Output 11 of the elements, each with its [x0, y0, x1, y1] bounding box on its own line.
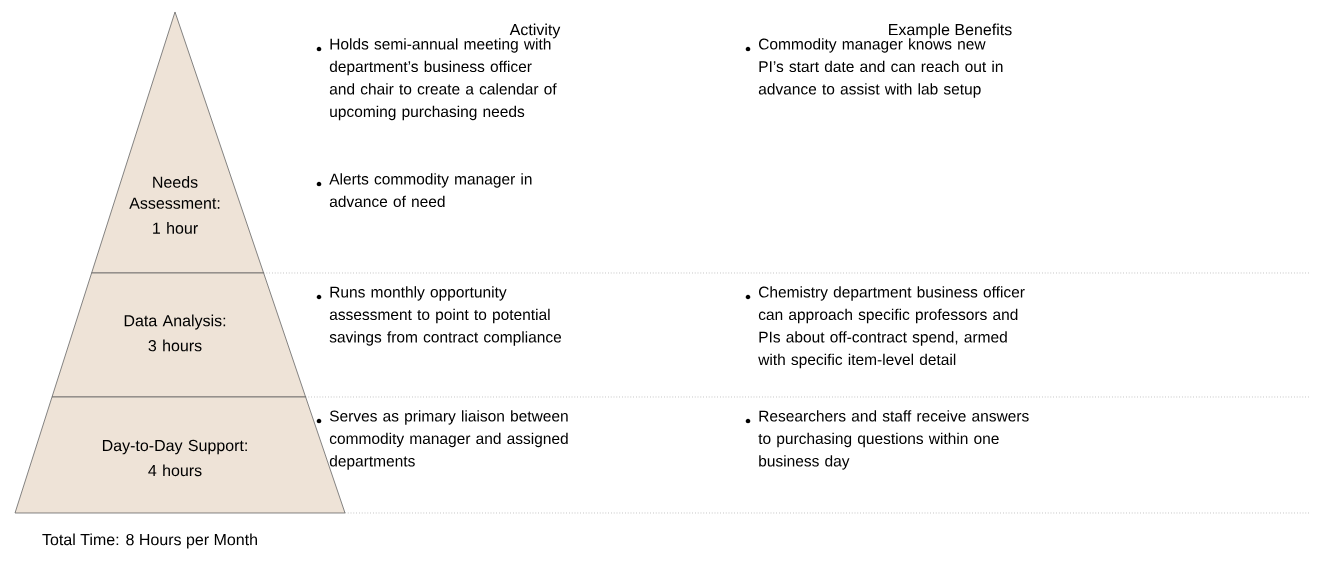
column-header: Activity	[509, 23, 561, 39]
bullet-text: Holds semi-annual meeting with department’s business officer and chair to create a calendar of upcoming purchasing needs	[329, 38, 557, 121]
bullet-text: Runs monthly opportunity assessment to point to potential savings from contract compliance	[329, 286, 562, 346]
bullet-text: Chemistry department business officer can approach specific professors and PIs about off-contract spend, armed with specific item-level detail	[758, 286, 1025, 369]
column-header: Example Benefits	[889, 23, 1012, 39]
bullet-text: Commodity manager knows new PI’s start date and can reach out in advance to assist with lab setup	[758, 38, 1003, 98]
bullet-text: Researchers and staff receive answers to purchasing questions within one business day	[758, 410, 1029, 470]
caption: Total Time: 8 Hours per Month	[42, 533, 257, 549]
bullet-text: Alerts commodity manager in advance of need	[329, 173, 532, 208]
pyramid-band: Needs Assessment: 1 hour	[91, 11, 264, 274]
pyramid-band: Data Analysis: 3 hours	[51, 272, 306, 398]
